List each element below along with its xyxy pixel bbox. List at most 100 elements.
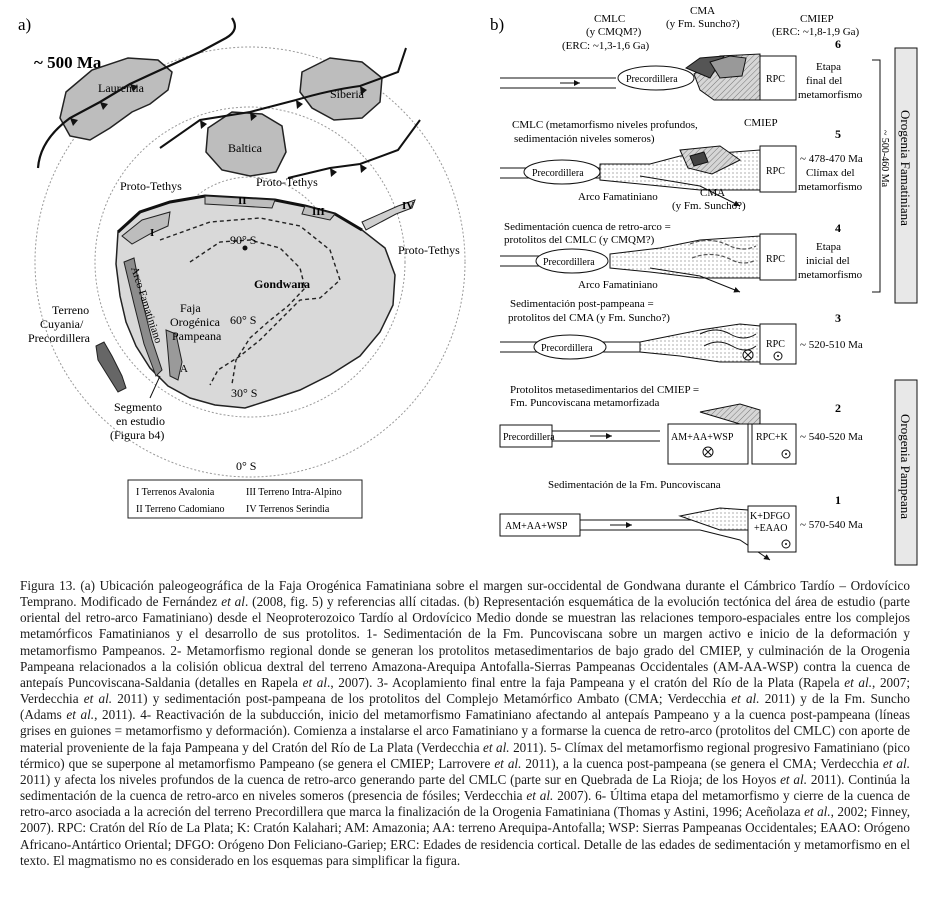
stage-3-right-1: ~ 520-510 Ma xyxy=(800,339,863,351)
siberia-label: Siberia xyxy=(330,87,365,101)
cuyania-label-3: Precordillera xyxy=(28,331,91,345)
bracket-age: ~ 500-460 Ma xyxy=(879,130,890,188)
terrane-strip-i xyxy=(121,211,171,245)
pampeana-side-label: Orogenia Pampeana xyxy=(898,414,913,519)
stage-1-right-1: ~ 570-540 Ma xyxy=(800,519,863,531)
caption-segment: et al. xyxy=(780,771,807,787)
a-letter: A xyxy=(180,363,188,375)
caption-segment: Figura 13. (a) Ubicación paleogeográfica… xyxy=(20,578,910,610)
roman-i: I xyxy=(150,227,154,239)
legend-i: I Terrenos Avalonia xyxy=(136,487,215,498)
stage-5-note-cma: CMA xyxy=(700,187,725,199)
cuyania-label-1: Terreno xyxy=(52,303,89,317)
roman-ii: II xyxy=(238,195,247,207)
stage-2-precordillera-box xyxy=(499,424,553,448)
stage-5-number: 5 xyxy=(835,127,841,141)
legend-iii: III Terreno Intra-Alpino xyxy=(246,487,342,498)
lat-30: 30° S xyxy=(231,386,257,400)
caption-segment: 2007). 6- Última etapa del metamorfismo … xyxy=(20,788,910,820)
south-pole-dot xyxy=(242,245,248,251)
stage-1-right-box-2: +EAAO xyxy=(754,523,787,534)
stage-1-number: 1 xyxy=(835,493,841,507)
stage-5-right-3: metamorfismo xyxy=(798,181,863,193)
segmento-label-1: Segmento xyxy=(114,400,162,414)
stage-5-right-1: ~ 478-470 Ma xyxy=(800,153,863,165)
stage-4-note-1: Sedimentación cuenca de retro-arco = xyxy=(504,221,671,233)
stage-2-rpc-box xyxy=(751,423,797,465)
caption-segment: et al. xyxy=(483,739,510,755)
caption-segment: et al. xyxy=(844,674,872,690)
cuyania-label-2: Cuyania/ xyxy=(40,317,84,331)
stage-4-precordillera: Precordillera xyxy=(543,257,595,268)
stage-5-note-2: sedimentación niveles someros) xyxy=(514,133,655,145)
caption-segment: , 2011). 4- Reactivación de la subducció… xyxy=(20,707,910,755)
stage-6-right-1: Etapa xyxy=(816,61,841,73)
stage-6-number: 6 xyxy=(835,37,841,51)
caption-segment: . (2008, fig. 5) y referencias allí cita… xyxy=(20,594,910,690)
caption-segment: 2011) y sedimentación post-pampeana de l… xyxy=(112,691,732,707)
faja-pampeana-label-3: Pampeana xyxy=(172,329,222,343)
famatiniana-side-box xyxy=(894,47,918,304)
cuyania-terrane-shape xyxy=(95,341,127,393)
caption-segment: et al. xyxy=(731,691,760,707)
stage-5-rpc: RPC xyxy=(766,166,785,177)
caption-segment: et al. xyxy=(66,707,95,723)
proto-tethys-label-1: Proto-Tethys xyxy=(120,179,182,193)
stage-2-right-1: ~ 540-520 Ma xyxy=(800,431,863,443)
stage-5-note-arco: Arco Famatiniano xyxy=(578,191,658,203)
header-cmlc-2: (y CMQM?) xyxy=(586,26,642,38)
stage-5: CMLC (metamorfismo niveles profundos, se… xyxy=(500,117,863,212)
caption-segment: , 2007; Verdecchia xyxy=(20,674,911,707)
lat-0: 0° S xyxy=(236,459,256,473)
subduction-line-north xyxy=(36,17,237,169)
terrane-strip-iii xyxy=(301,205,336,221)
figure-13: a) ~ 500 Ma Laurentia Siberia Baltica xyxy=(18,5,918,566)
panel-a-label: a) xyxy=(18,15,31,34)
globe-outer-circle xyxy=(34,46,466,478)
stage-3-note-2: protolitos del CMA (y Fm. Suncho?) xyxy=(508,312,670,324)
stage-5-right-2: Clímax del xyxy=(806,167,855,179)
stage-6: 6 Precordillera RPC Etapa final del meta… xyxy=(500,37,863,101)
baltica-label: Baltica xyxy=(228,141,263,155)
stage-3-precordillera-box xyxy=(533,334,607,360)
header-cmiep-2: (ERC: ~1,8-1,9 Ga) xyxy=(772,26,860,38)
panel-b-label: b) xyxy=(490,15,504,34)
latitude-circle-30 xyxy=(94,106,406,418)
stage-2-note-1: Protolitos metasedimentarios del CMIEP = xyxy=(510,384,699,396)
caption-segment: et al xyxy=(302,674,328,690)
gondwana-dashed-boundary-1 xyxy=(159,217,341,386)
stage-5-note-suncho: (y Fm. Suncho?) xyxy=(672,200,746,212)
stage-2-note-2: Fm. Puncoviscana metamorfizada xyxy=(510,397,659,409)
subduction-line-east xyxy=(287,119,421,179)
legend-ii: II Terreno Cadomiano xyxy=(136,504,225,515)
caption-segment: et al. xyxy=(804,804,831,820)
stage-4-right-1: Etapa xyxy=(816,241,841,253)
legend-box xyxy=(127,479,363,519)
stage-1-note-1: Sedimentación de la Fm. Puncoviscana xyxy=(548,479,721,491)
gondwana-label: Gondwana xyxy=(254,277,310,291)
famatiniana-bracket xyxy=(872,59,881,293)
stage-5-rpc-box xyxy=(759,145,797,193)
stage-4-rpc: RPC xyxy=(766,254,785,265)
pampeana-side-box xyxy=(894,379,918,566)
stage-5-note-3: CMIEP xyxy=(744,117,778,129)
caption-segment: et al. xyxy=(526,788,554,804)
figure-caption: Figura 13. (a) Ubicación paleogeográfica… xyxy=(20,578,910,869)
stage-4-right-2: inicial del xyxy=(806,255,850,267)
caption-segment: 2011) y de la Fm. Suncho (Adams xyxy=(20,691,911,723)
caption-segment: 2011). Continúa la sedimentación de la c… xyxy=(20,771,911,804)
header-cmiep-1: CMIEP xyxy=(800,13,834,25)
caption-segment: , 2002; Finney, 2007). RPC: Cratón del R… xyxy=(20,804,910,868)
lat-60: 60° S xyxy=(230,313,256,327)
stage-1: Sedimentación de la Fm. Puncoviscana 1 A… xyxy=(499,479,863,561)
subduction-teeth xyxy=(70,84,367,177)
stage-3-rpc-box xyxy=(759,323,797,365)
subduction-line-baltica xyxy=(159,47,407,149)
terrane-strip-iv xyxy=(361,199,416,231)
stage-4: Sedimentación cuenca de retro-arco = pro… xyxy=(500,221,863,293)
proto-tethys-label-3: Proto-Tethys xyxy=(398,243,460,257)
arco-famatiniano-strip xyxy=(123,257,163,377)
panel-b: b) CMLC (y CMQM?) (ERC: ~1,3-1,6 Ga) CMA… xyxy=(490,5,918,566)
stage-6-precordillera-box xyxy=(617,65,695,91)
stage-5-precordillera: Precordillera xyxy=(532,168,584,179)
